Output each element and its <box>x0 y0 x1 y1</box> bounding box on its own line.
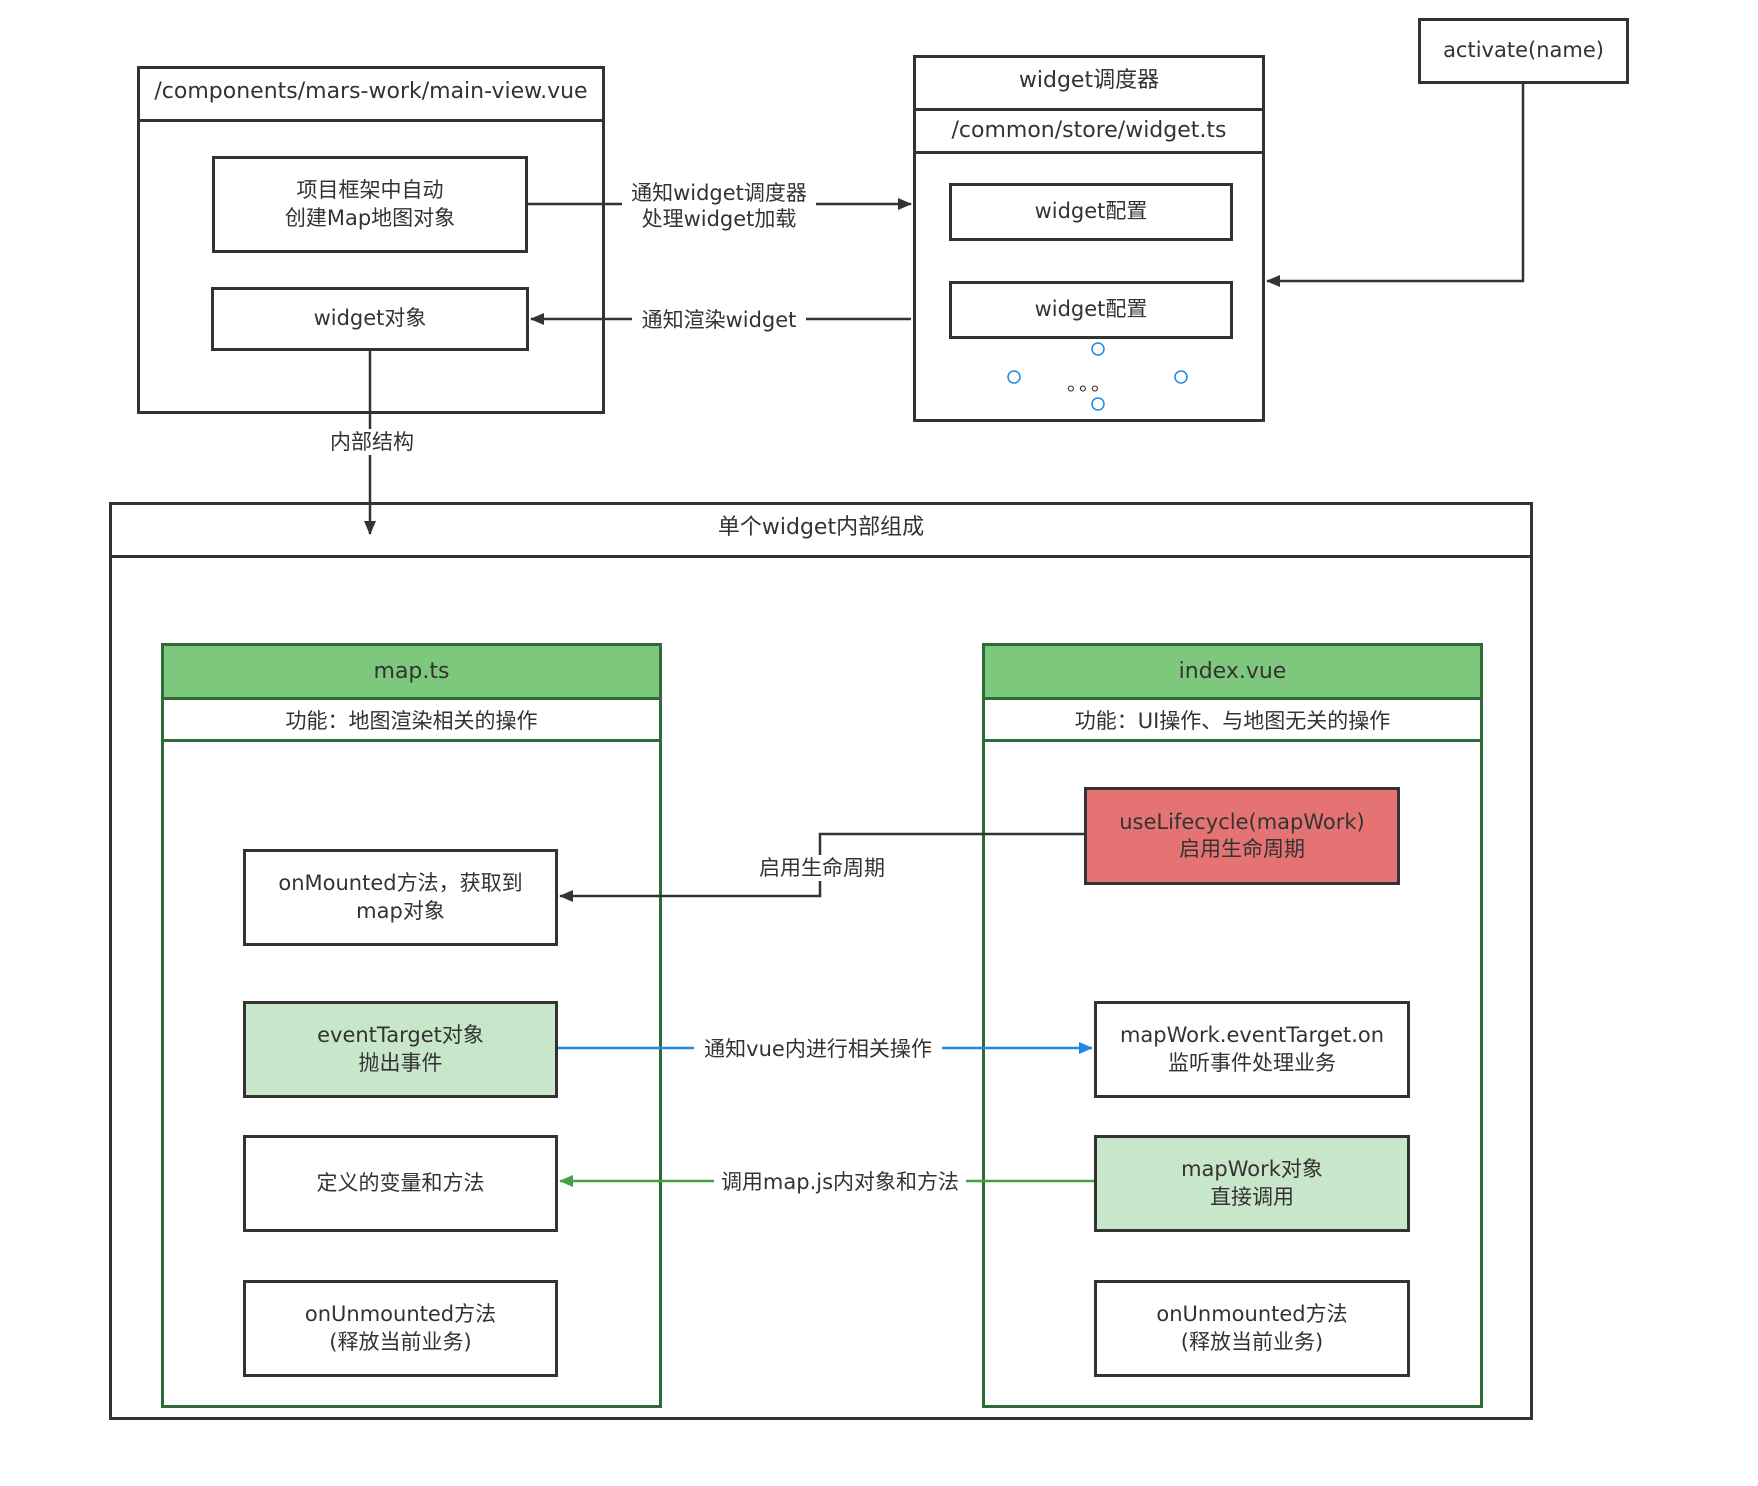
listen-event-line-1: mapWork.eventTarget.on <box>1119 1023 1385 1048</box>
edge-label-notify-load-2: 处理widget加载 <box>641 207 797 232</box>
edge-label-notify-vue: 通知vue内进行相关操作 <box>694 1036 942 1063</box>
event-target-line-1: eventTarget对象 <box>317 1023 484 1048</box>
widget-config-1: widget配置 <box>949 183 1233 241</box>
map-ts-subtitle: 功能：地图渲染相关的操作 <box>164 700 659 742</box>
handle-top <box>1091 342 1105 356</box>
handle-right <box>1174 370 1188 384</box>
on-mounted-line-2: map对象 <box>356 898 445 923</box>
scheduler-subtitle: /common/store/widget.ts <box>913 111 1265 154</box>
listen-event-node: mapWork.eventTarget.on 监听事件处理业务 <box>1094 1001 1410 1098</box>
map-object-line-1: 项目框架中自动 <box>296 178 444 203</box>
use-lifecycle-line-2: 启用生命周期 <box>1179 837 1305 861</box>
scheduler-title: widget调度器 <box>913 55 1265 111</box>
on-mounted-line-1: onMounted方法，获取到 <box>278 871 523 896</box>
index-vue-header: index.vue <box>982 643 1483 700</box>
widget-config-1-label: widget配置 <box>1034 199 1148 224</box>
widget-group-title: 单个widget内部组成 <box>109 502 1533 558</box>
map-ts-header: map.ts <box>161 643 662 700</box>
widget-config-2-label: widget配置 <box>1034 297 1148 322</box>
map-work-node: mapWork对象 直接调用 <box>1094 1135 1410 1232</box>
defined-vars-node: 定义的变量和方法 <box>243 1135 558 1232</box>
map-work-line-2: 直接调用 <box>1210 1184 1294 1209</box>
edge-label-lifecycle: 启用生命周期 <box>750 855 894 882</box>
use-lifecycle-line-1: useLifecycle(mapWork) <box>1119 809 1365 834</box>
map-ts-unmounted-line-2: (释放当前业务) <box>329 1329 472 1354</box>
widget-object-node: widget对象 <box>211 287 529 351</box>
edge-label-notify-load-1: 通知widget调度器 <box>631 181 807 205</box>
event-target-node: eventTarget对象 抛出事件 <box>243 1001 558 1098</box>
edge-label-notify-render: 通知渲染widget <box>632 307 806 334</box>
widget-object-label: widget对象 <box>313 306 427 331</box>
map-ts-unmounted-line-1: onUnmounted方法 <box>304 1302 497 1327</box>
listen-event-line-2: 监听事件处理业务 <box>1168 1050 1336 1075</box>
use-lifecycle-node: useLifecycle(mapWork) 启用生命周期 <box>1084 787 1400 885</box>
edge-activate <box>1266 84 1525 287</box>
index-vue-unmounted-node: onUnmounted方法 (释放当前业务) <box>1094 1280 1410 1377</box>
handle-left <box>1007 370 1021 384</box>
index-vue-unmounted-line-2: (释放当前业务) <box>1180 1329 1324 1354</box>
index-vue-unmounted-line-1: onUnmounted方法 <box>1156 1302 1348 1327</box>
map-object-node: 项目框架中自动 创建Map地图对象 <box>212 156 528 253</box>
map-ts-unmounted-node: onUnmounted方法 (释放当前业务) <box>243 1280 558 1377</box>
main-view-title: /components/mars-work/main-view.vue <box>137 66 605 122</box>
on-mounted-node: onMounted方法，获取到 map对象 <box>243 849 558 946</box>
map-object-line-2: 创建Map地图对象 <box>284 205 456 230</box>
edge-label-internal: 内部结构 <box>322 429 422 456</box>
index-vue-subtitle: 功能：UI操作、与地图无关的操作 <box>985 700 1480 742</box>
activate-node: activate(name) <box>1418 18 1629 84</box>
activate-label: activate(name) <box>1443 38 1604 63</box>
map-work-line-1: mapWork对象 <box>1181 1157 1323 1182</box>
event-target-line-2: 抛出事件 <box>358 1050 443 1075</box>
edge-label-call-map: 调用map.js内对象和方法 <box>714 1169 966 1196</box>
handle-bottom <box>1091 397 1105 411</box>
widget-config-2: widget配置 <box>949 281 1233 339</box>
defined-vars-label: 定义的变量和方法 <box>316 1170 485 1195</box>
edge-label-notify-load: 通知widget调度器 处理widget加载 <box>622 180 816 233</box>
scheduler-ellipsis: 。。。 <box>1067 371 1113 395</box>
